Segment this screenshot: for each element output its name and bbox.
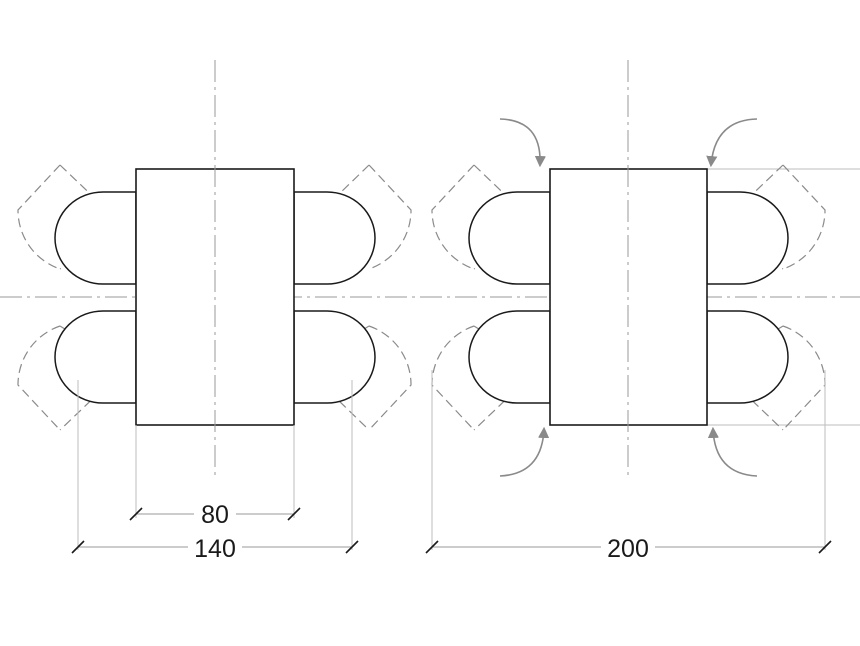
arrow-top-right xyxy=(706,118,758,168)
right-chair-bottom-left xyxy=(468,310,551,404)
dimension-tick xyxy=(818,540,832,554)
left-chair-top-left xyxy=(54,191,137,285)
left-chair-bottom-left xyxy=(54,310,137,404)
dimension-label-bg xyxy=(188,533,242,561)
dimension-label-80: 80 xyxy=(201,501,229,529)
right-chair-bottom-right xyxy=(706,310,789,404)
left-table-group: 80 140 xyxy=(17,60,412,563)
arrow-bottom-right xyxy=(707,426,758,477)
circulation-arrows xyxy=(499,118,758,477)
dimension-tick xyxy=(71,540,85,554)
right-chair-top-right xyxy=(706,191,789,285)
dimension-label-bg xyxy=(601,533,655,561)
dimension-tick xyxy=(287,507,301,521)
right-chair-top-left xyxy=(468,191,551,285)
dimension-label-bg xyxy=(194,499,236,527)
dimension-tick xyxy=(345,540,359,554)
left-chair-top-right xyxy=(293,191,376,285)
dimension-tick xyxy=(425,540,439,554)
dimension-left-total-width: 140 xyxy=(71,533,359,563)
left-chair-bottom-right xyxy=(293,310,376,404)
dimension-right-total-width: 200 xyxy=(425,533,832,563)
right-table-group: 200 xyxy=(425,60,832,563)
arrow-top-left xyxy=(499,118,546,168)
dimension-tick xyxy=(129,507,143,521)
dimension-label-140: 140 xyxy=(194,535,236,563)
arrow-bottom-left xyxy=(499,426,550,477)
dimension-table-width: 80 xyxy=(129,499,301,529)
dimension-label-200: 200 xyxy=(607,535,649,563)
